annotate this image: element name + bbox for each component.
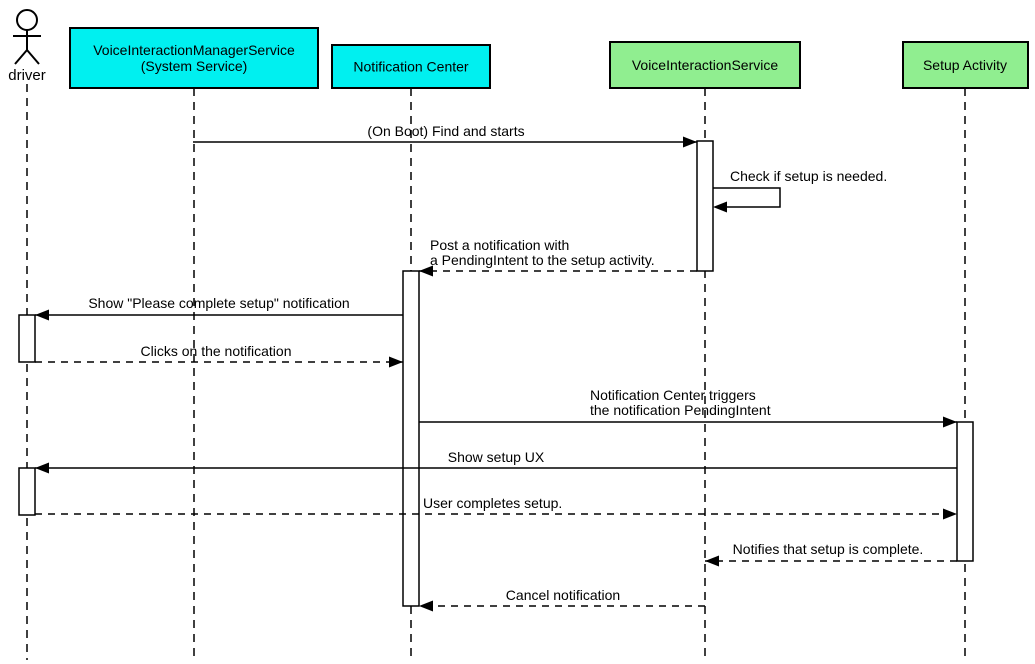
activation-bar-driver	[18, 467, 36, 516]
message-user-completes-setup-arrowhead	[943, 508, 957, 520]
participant-box-voice-interaction-service	[609, 41, 801, 89]
message-label-check-if-setup-is-needed: Check if setup is needed.	[730, 168, 887, 184]
participant-label-voice-interaction-manager-service: VoiceInteractionManagerService	[93, 42, 295, 58]
message-label-show-setup-ux: Show setup UX	[448, 449, 545, 465]
participant-label-voice-interaction-service: VoiceInteractionService	[632, 57, 779, 73]
message-label-notification-center-triggers-pending-intent: the notification PendingIntent	[590, 402, 771, 418]
message-label-notifies-that-setup-is-complete: Notifies that setup is complete.	[733, 541, 924, 557]
participant-box-notification-center	[331, 44, 491, 89]
participant-box-voice-interaction-manager-service	[69, 27, 319, 89]
activation-bar-voice-interaction-service	[696, 140, 714, 272]
actor-leg-right-driver	[26, 49, 40, 65]
message-label-notification-center-triggers-pending-intent: Notification Center triggers	[590, 387, 756, 403]
message-post-notification-with-pending-intent-arrowhead	[419, 265, 433, 277]
message-notification-center-triggers-pending-intent-arrowhead	[943, 416, 957, 428]
actor-head-driver	[16, 9, 38, 31]
message-cancel-notification-arrowhead	[419, 600, 433, 612]
activation-bar-notification-center	[402, 270, 420, 607]
message-show-please-complete-setup-notification-arrowhead	[35, 309, 49, 321]
message-label-on-boot-find-and-starts: (On Boot) Find and starts	[367, 123, 524, 139]
activation-bar-driver	[18, 314, 36, 363]
message-label-post-notification-with-pending-intent: Post a notification with	[430, 237, 569, 253]
message-label-cancel-notification: Cancel notification	[506, 587, 620, 603]
message-on-boot-find-and-starts-arrowhead	[683, 136, 697, 148]
participant-box-setup-activity	[902, 41, 1029, 89]
message-label-show-please-complete-setup-notification: Show "Please complete setup" notificatio…	[88, 295, 349, 311]
message-label-post-notification-with-pending-intent: a PendingIntent to the setup activity.	[430, 252, 655, 268]
participant-label-setup-activity: Setup Activity	[923, 57, 1007, 73]
actor-label-driver: driver	[8, 67, 46, 84]
message-clicks-on-the-notification-arrowhead	[389, 356, 403, 368]
activation-bar-setup-activity	[956, 421, 974, 562]
message-line-check-if-setup-is-needed	[713, 187, 781, 208]
participant-label-notification-center: Notification Center	[353, 59, 469, 75]
message-label-clicks-on-the-notification: Clicks on the notification	[141, 343, 292, 359]
message-check-if-setup-is-needed-arrowhead	[713, 201, 727, 213]
message-show-setup-ux-arrowhead	[35, 462, 49, 474]
participant-label-voice-interaction-manager-service: (System Service)	[141, 58, 248, 74]
message-label-user-completes-setup: User completes setup.	[423, 495, 562, 511]
actor-leg-left-driver	[14, 49, 28, 65]
message-notifies-that-setup-is-complete-arrowhead	[705, 555, 719, 567]
